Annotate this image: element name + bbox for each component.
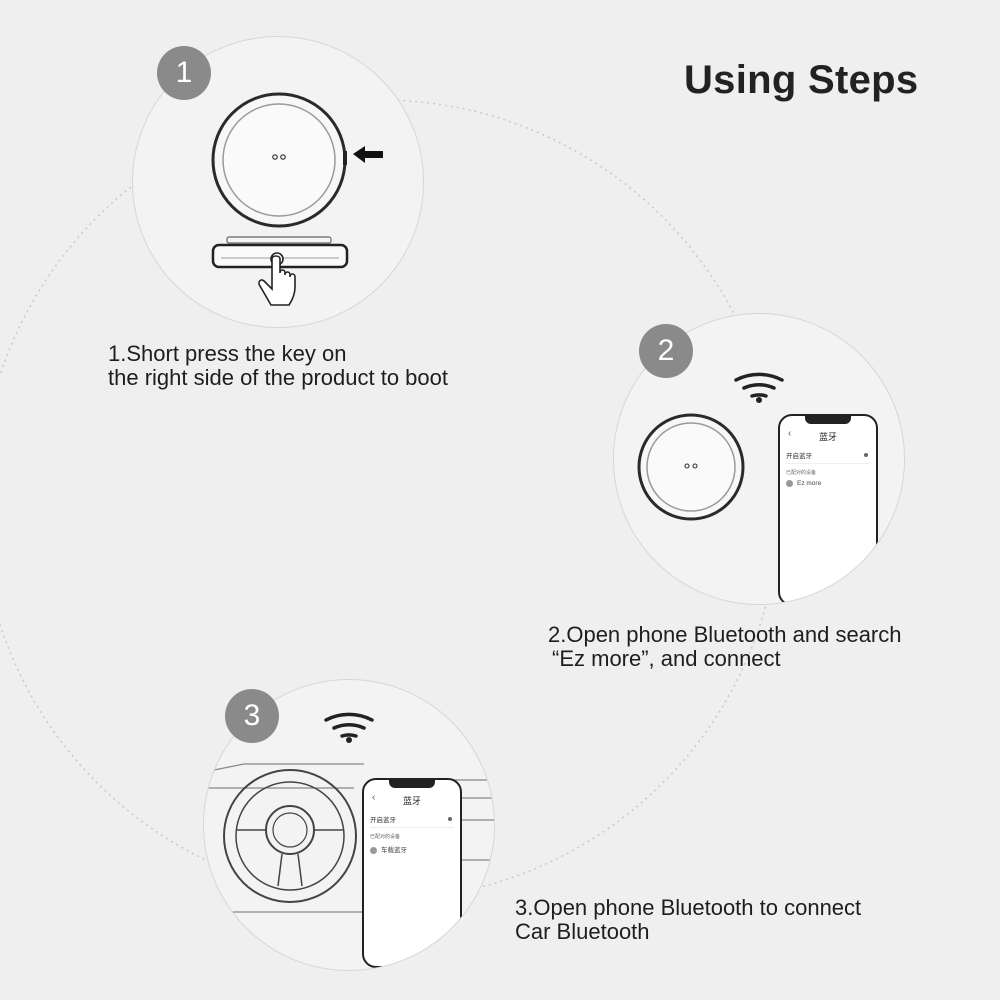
bluetooth-device-icon bbox=[370, 846, 377, 854]
step-2-caption-line1: 2.Open phone Bluetooth and search bbox=[548, 622, 902, 647]
device-list-item: Ez more bbox=[786, 480, 821, 487]
finger-press-icon bbox=[258, 252, 296, 306]
paired-devices-label: 已配对的设备 bbox=[370, 834, 401, 840]
phone-header: 蓝牙 bbox=[818, 432, 837, 442]
phone-header: 蓝牙 bbox=[402, 796, 421, 806]
bluetooth-toggle-label: 开启蓝牙 bbox=[370, 817, 396, 824]
bluetooth-toggle-label: 开启蓝牙 bbox=[786, 453, 812, 460]
step-1-caption-line2: the right side of the product to boot bbox=[108, 365, 449, 390]
wifi-signal-icon bbox=[734, 372, 784, 403]
steering-wheel-icon bbox=[223, 769, 357, 903]
device-top-view bbox=[211, 92, 347, 228]
step-2-caption-line2: “Ez more”, and connect bbox=[552, 646, 781, 671]
device-top-view bbox=[637, 413, 745, 521]
power-button-arrow-icon bbox=[353, 146, 383, 163]
page-title: Using Steps bbox=[684, 58, 919, 102]
bluetooth-toggle-row: 开启蓝牙 bbox=[370, 814, 454, 828]
step-3-badge: 3 bbox=[225, 689, 279, 743]
step-1-badge: 1 bbox=[157, 46, 211, 100]
step-3-caption-line1: 3.Open phone Bluetooth to connect bbox=[515, 895, 862, 920]
bluetooth-toggle-row: 开启蓝牙 bbox=[786, 450, 870, 464]
step-1-caption-line1: 1.Short press the key on bbox=[108, 341, 347, 366]
phone-screen: ‹ 蓝牙 开启蓝牙 已配对的设备 车载蓝牙 bbox=[362, 778, 462, 968]
device-name: 车载蓝牙 bbox=[381, 847, 407, 854]
back-chevron-icon: ‹ bbox=[788, 428, 792, 439]
wifi-signal-icon bbox=[324, 712, 374, 743]
paired-devices-label: 已配对的设备 bbox=[786, 470, 817, 476]
toggle-dot-icon bbox=[448, 817, 452, 821]
toggle-dot-icon bbox=[864, 453, 868, 457]
phone-screen: ‹ 蓝牙 开启蓝牙 已配对的设备 Ez more bbox=[778, 414, 878, 604]
step-2-badge: 2 bbox=[639, 324, 693, 378]
device-list-item: 车载蓝牙 bbox=[370, 844, 407, 854]
bluetooth-device-icon bbox=[786, 480, 793, 487]
back-chevron-icon: ‹ bbox=[372, 792, 376, 803]
device-name: Ez more bbox=[797, 480, 822, 488]
step-3-caption-line2: Car Bluetooth bbox=[515, 919, 650, 944]
